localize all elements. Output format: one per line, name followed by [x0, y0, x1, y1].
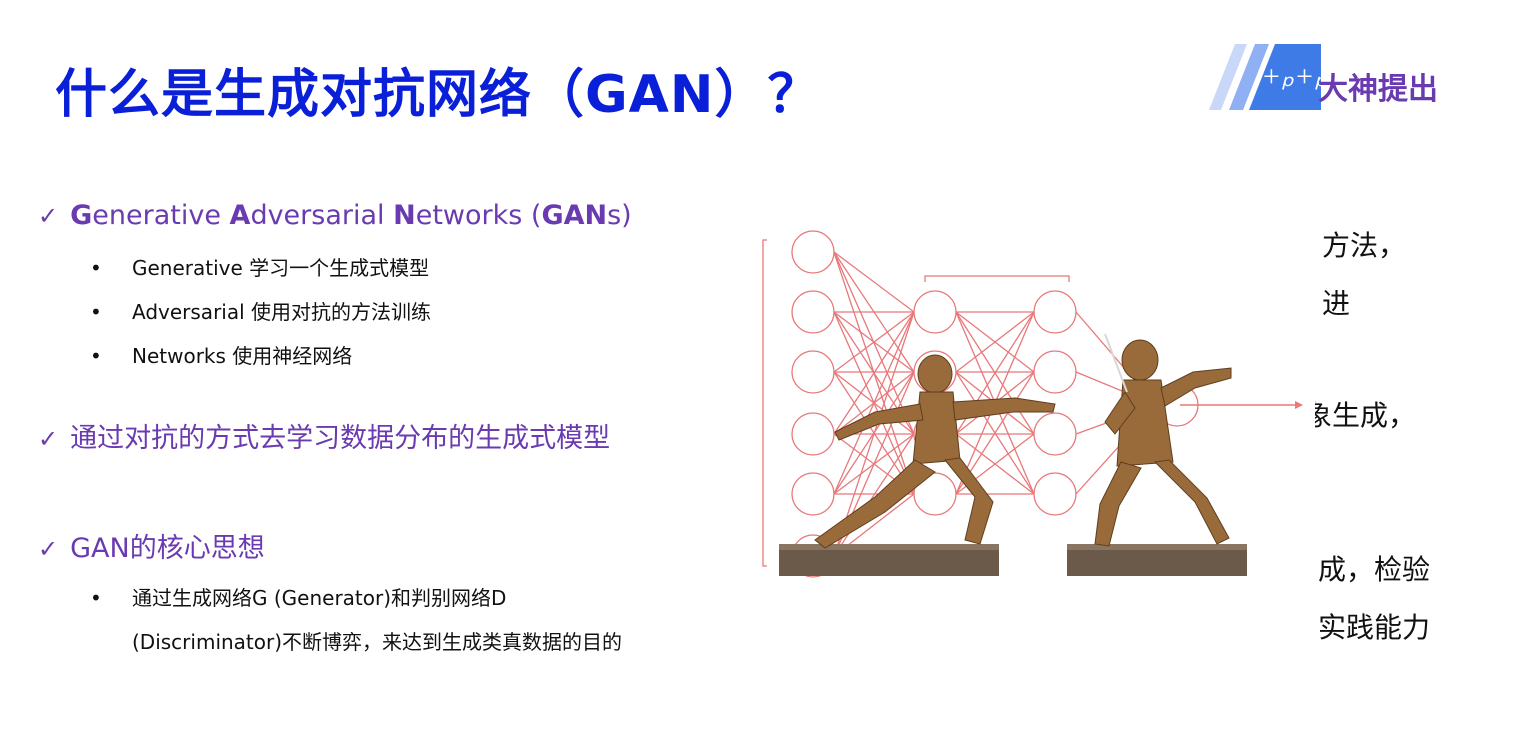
brand-text: 大神提出 [1318, 72, 1438, 107]
right-text-fragment: 方法， [1322, 229, 1407, 262]
check-icon: ✓ [38, 535, 59, 563]
brand-logo: +ₚ+ₚ [1209, 44, 1327, 110]
right-fencer-statue [1094, 333, 1232, 547]
right-text-fragment: 实践能力 [1318, 611, 1431, 644]
list-item: •Networks 使用神经网络 [90, 344, 353, 368]
network-node [791, 350, 835, 394]
network-node [791, 230, 835, 274]
network-edge [955, 311, 1035, 373]
right-text-fragment: 象生成， [1304, 399, 1417, 432]
left-fencer-statue [814, 354, 1056, 549]
network-node [1033, 290, 1077, 334]
network-node [1033, 350, 1077, 394]
network-edge [833, 311, 915, 373]
network-edge [833, 311, 915, 435]
gan-illustration [755, 222, 1315, 587]
right-text-fragment: 进 [1322, 287, 1351, 320]
network-node [913, 290, 957, 334]
network-node [791, 472, 835, 516]
svg-text:+ₚ+ₚ: +ₚ+ₚ [1261, 60, 1327, 93]
list-item: •Generative 学习一个生成式模型 [90, 256, 430, 280]
network-edge [833, 433, 915, 557]
network-node [791, 290, 835, 334]
section-learning-distribution: ✓通过对抗的方式去学习数据分布的生成式模型 [38, 423, 611, 454]
list-item: •通过生成网络G (Generator)和判别网络D [90, 586, 507, 610]
right-text-fragment: 成，检验 [1318, 553, 1431, 586]
network-edge [833, 311, 915, 557]
list-item-continuation: (Discriminator)不断博弈，来达到生成类真数据的目的 [132, 630, 623, 654]
list-item: •Adversarial 使用对抗的方法训练 [90, 300, 432, 324]
section-generative-adversarial-networks: ✓Generative Adversarial Networks (GANs) [38, 200, 632, 231]
check-icon: ✓ [38, 425, 59, 453]
check-icon: ✓ [38, 202, 59, 230]
section-core-idea: ✓GAN的核心思想 [38, 533, 265, 564]
network-node [913, 472, 957, 516]
network-edge [833, 251, 915, 313]
page-title: 什么是生成对抗网络（GAN）？ [55, 65, 821, 125]
network-node [1033, 472, 1077, 516]
network-node [791, 412, 835, 456]
network-node [1033, 412, 1077, 456]
network-edge [833, 311, 915, 495]
